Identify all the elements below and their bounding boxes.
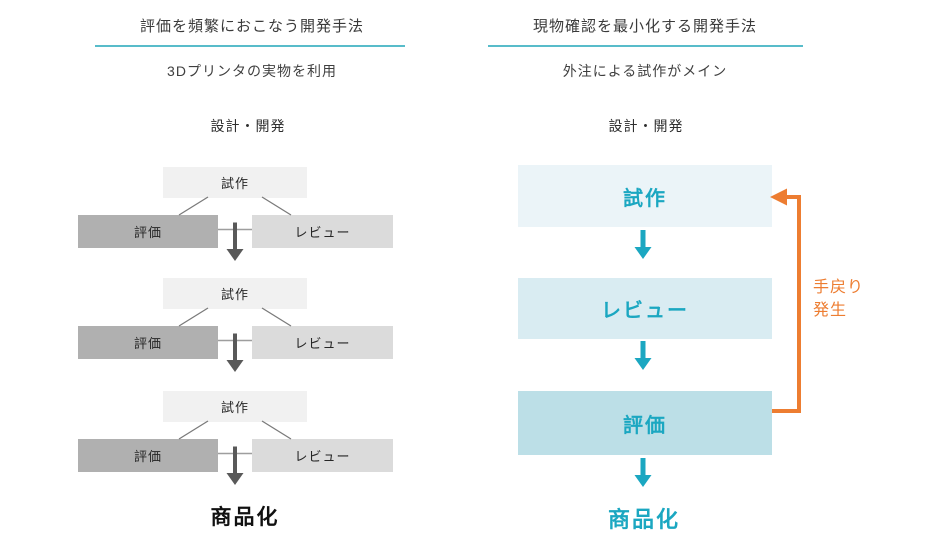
rework-line1: 手戻り bbox=[813, 279, 865, 296]
left-cycle2-evaluate-box: 評価 bbox=[78, 326, 218, 359]
left-cycle1-evaluate-label: 評価 bbox=[133, 225, 162, 240]
left-cycle2-diagonal-left-line bbox=[178, 307, 209, 327]
left-outcome-label: 商品化 bbox=[210, 506, 280, 529]
left-stage-label: 設計・開発 bbox=[210, 118, 286, 134]
left-cycle1-review-label: レビュー bbox=[294, 225, 351, 240]
rework-annotation: 手戻り 発生 bbox=[813, 276, 864, 322]
right-panel-subtitle: 外注による試作がメイン bbox=[562, 63, 728, 79]
left-cycle2-down-arrow-icon bbox=[226, 360, 244, 372]
left-cycle2-prototype-label: 試作 bbox=[220, 287, 249, 302]
left-panel-subtitle: 3Dプリンタの実物を利用 bbox=[167, 63, 337, 79]
right-step-review-label: レビュー bbox=[601, 300, 689, 322]
left-cycle3-prototype-label: 試作 bbox=[220, 400, 249, 415]
left-cycle2-review-label: レビュー bbox=[294, 336, 351, 351]
right-step-review-box: レビュー bbox=[518, 278, 772, 339]
left-cycle1-prototype-box: 試作 bbox=[163, 167, 307, 198]
right-panel-title: 現物確認を最小化する開発手法 bbox=[532, 18, 758, 35]
left-cycle3-evaluate-box: 評価 bbox=[78, 439, 218, 472]
left-cycle2-evaluate-label: 評価 bbox=[133, 336, 162, 351]
right-step-evaluate-box: 評価 bbox=[518, 391, 772, 455]
right-title-underline bbox=[488, 45, 803, 47]
left-cycle3-evaluate-label: 評価 bbox=[133, 449, 162, 464]
right-step-prototype-box: 試作 bbox=[518, 165, 772, 227]
left-cycle3-review-box: レビュー bbox=[252, 439, 393, 472]
right-outcome-label: 商品化 bbox=[607, 507, 681, 532]
left-cycle3-diagonal-right-line bbox=[261, 420, 292, 440]
left-cycle1-review-box: レビュー bbox=[252, 215, 393, 248]
left-panel-title: 評価を頻繁におこなう開発手法 bbox=[139, 18, 365, 35]
left-title-underline bbox=[95, 45, 405, 47]
right-step-evaluate-label: 評価 bbox=[623, 414, 667, 437]
left-cycle1-evaluate-box: 評価 bbox=[78, 215, 218, 248]
right-step-prototype-label: 試作 bbox=[623, 187, 667, 210]
left-cycle1-diagonal-left-line bbox=[178, 196, 209, 216]
rework-line2: 発生 bbox=[813, 302, 848, 319]
left-cycle1-prototype-label: 試作 bbox=[220, 176, 249, 191]
right-arrow2-down-arrow-icon bbox=[634, 358, 652, 370]
left-cycle1-down-arrow-icon bbox=[226, 249, 244, 261]
left-cycle2-prototype-box: 試作 bbox=[163, 278, 307, 309]
right-arrow3-down-arrow-icon bbox=[634, 475, 652, 487]
left-cycle2-diagonal-right-line bbox=[261, 307, 292, 327]
left-cycle3-prototype-box: 試作 bbox=[163, 391, 307, 422]
right-arrow1-down-arrow-icon bbox=[634, 247, 652, 259]
rework-left-arrow-icon bbox=[770, 188, 787, 206]
left-cycle1-diagonal-right-line bbox=[261, 196, 292, 216]
right-stage-label: 設計・開発 bbox=[608, 118, 684, 134]
left-cycle3-diagonal-left-line bbox=[178, 420, 209, 440]
rework-arrow-path bbox=[772, 195, 801, 413]
left-cycle2-review-box: レビュー bbox=[252, 326, 393, 359]
left-cycle3-down-arrow-icon bbox=[226, 473, 244, 485]
left-cycle3-review-label: レビュー bbox=[294, 449, 351, 464]
rework-feedback-arrow bbox=[770, 188, 801, 413]
